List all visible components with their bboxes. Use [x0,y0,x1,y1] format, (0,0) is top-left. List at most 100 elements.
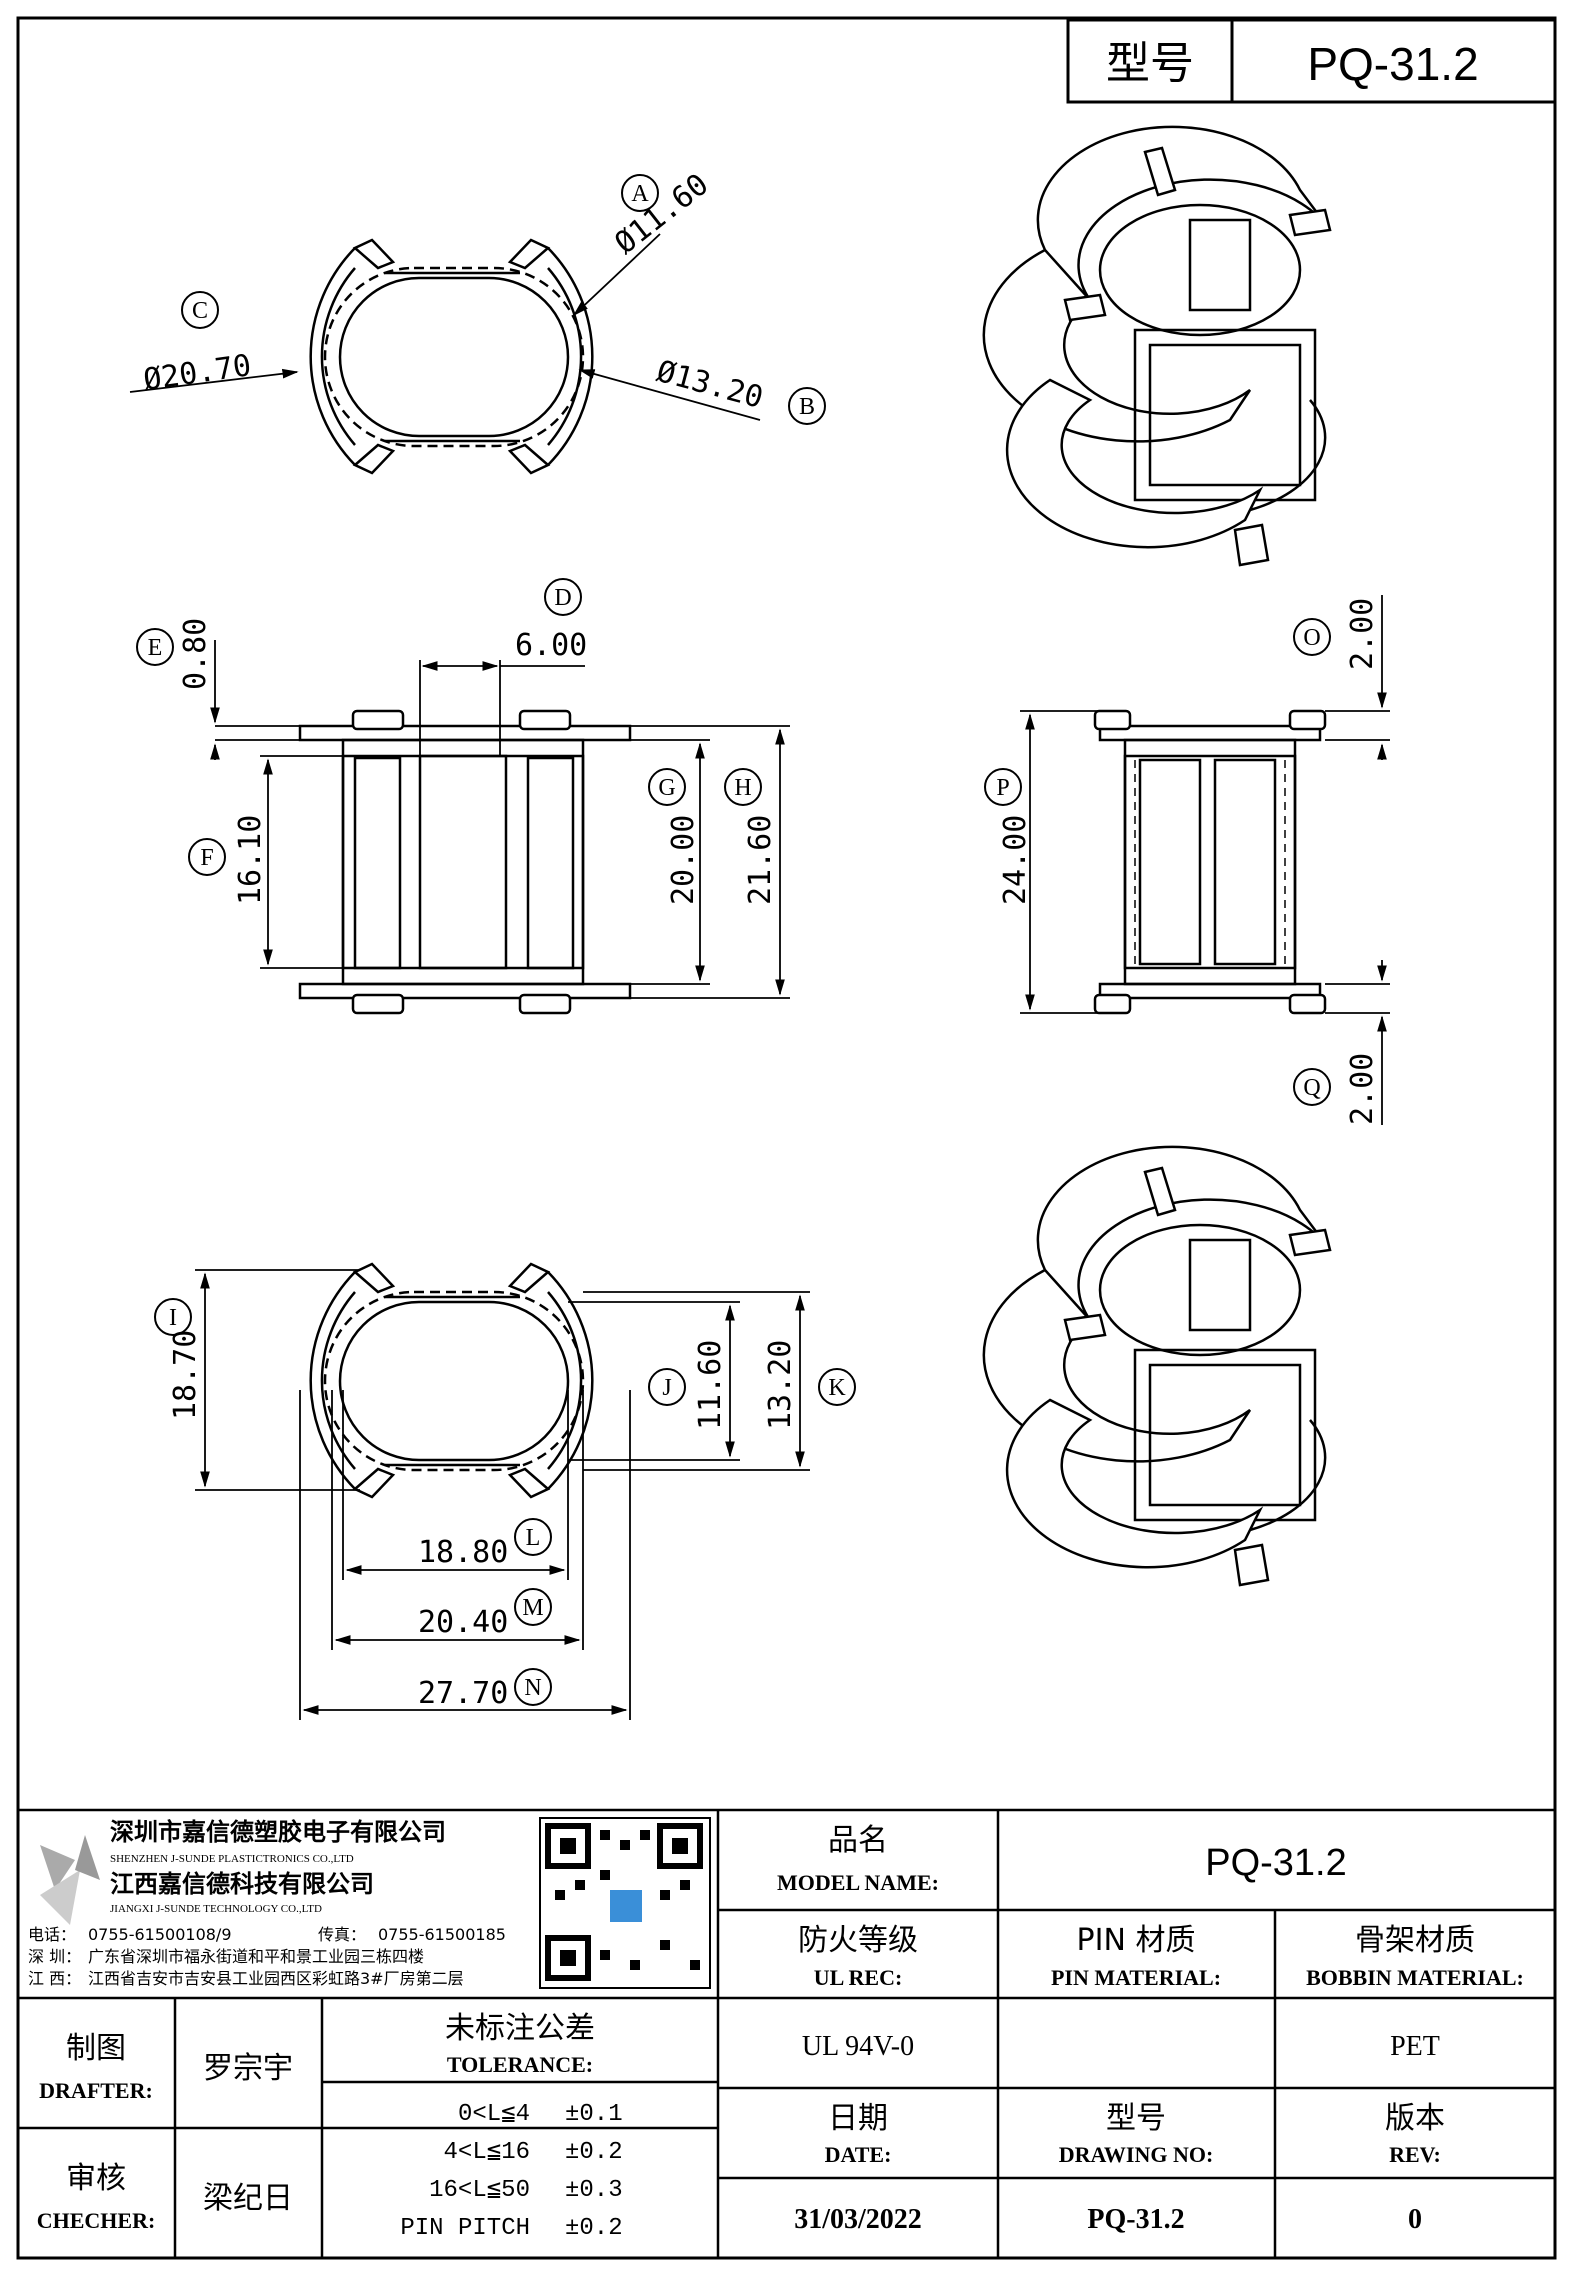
dim-H: 21.60 [743,815,778,905]
drawing-no-en: DRAWING NO: [1059,2142,1214,2167]
top-view-core-slot [338,276,570,438]
drafter-name: 罗宗宇 [203,2051,293,2086]
company-name-jiangxi: 江西嘉信德科技有限公司 [110,1870,374,1898]
title-block-text: 品名 MODEL NAME: PQ-31.2 防火等级 UL REC: PIN … [37,1823,1524,2235]
model-name-cn: 品名 [828,1823,888,1858]
drafter-cn: 制图 [66,2031,126,2066]
label-B: B [799,394,815,420]
ul-rec-cn: 防火等级 [798,1923,918,1958]
dim-M: 20.40 [418,1605,508,1640]
dim-P: 24.00 [998,815,1033,905]
dim-F: 16.10 [233,815,268,905]
dim-A: Ø11.60 [608,167,715,261]
model-name-en: MODEL NAME: [777,1870,939,1895]
dim-K: 13.20 [763,1340,798,1430]
phone-label: 电话： [28,1925,76,1944]
rev-cn: 版本 [1385,2101,1445,2136]
sheet-border [16,16,1557,2260]
isometric-view-bottom [982,1145,1332,1587]
dim-C: Ø20.70 [141,348,253,398]
pin-material-en: PIN MATERIAL: [1051,1965,1221,1990]
qr-code [539,1817,711,1989]
company-info: 深圳市嘉信德塑胶电子有限公司 SHENZHEN J-SUNDE PLASTICT… [28,1818,506,1988]
tolerance-en: TOLERANCE: [447,2052,593,2077]
dim-I: 18.70 [168,1330,203,1420]
bobbin-material-cn: 骨架材质 [1355,1923,1475,1958]
bottom-view [309,1262,594,1499]
fax-label: 传真： [318,1925,366,1944]
top-view-left-flange [309,247,356,466]
side-view-labels: O 2.00 P 24.00 Q 2.00 [984,598,1380,1125]
label-N: N [524,1675,541,1701]
dim-D: 6.00 [515,628,587,663]
top-view [309,238,594,475]
front-view-bottom-flange [298,982,632,1000]
title-box-label: 型号 [1106,38,1194,89]
tolerance-range: 16<L≦50 [429,2177,530,2204]
front-view-labels: D 6.00 E 0.80 F 16.10 G 20.00 H 21.60 [136,578,778,905]
label-L: L [526,1525,541,1551]
ul-rec-en: UL REC: [814,1965,903,1990]
top-view-labels: A Ø11.60 C Ø20.70 B Ø13.20 [141,167,826,425]
label-G: G [658,775,675,801]
label-H: H [734,775,751,801]
side-view-dims [1020,595,1390,1125]
label-J: J [662,1375,671,1401]
date-cn: 日期 [828,2101,888,2136]
tolerance-value: ±0.2 [565,2139,623,2166]
model-name-value: PQ-31.2 [1205,1842,1347,1884]
date-en: DATE: [825,2142,892,2167]
ul-value: UL 94V-0 [802,2031,914,2062]
drafter-en: DRAFTER: [39,2078,153,2103]
label-K: K [828,1375,846,1401]
phone-number: 0755-61500108/9 [88,1925,232,1944]
tolerance-table: 0<L≦4 ±0.1 4<L≦16 ±0.2 16<L≦50 ±0.3 PIN … [400,2101,622,2242]
front-view-window [418,754,508,970]
fax-number: 0755-61500185 [378,1925,506,1944]
label-Q: Q [1303,1075,1320,1101]
dim-E: 0.80 [178,618,213,690]
rev-en: REV: [1389,2142,1441,2167]
label-P: P [996,775,1009,801]
dim-O: 2.00 [1345,598,1380,670]
dim-G: 20.00 [666,815,701,905]
address-shenzhen: 广东省深圳市福永街道和平和景工业园三栋四楼 [88,1947,424,1966]
dim-L: 18.80 [418,1535,508,1570]
drawing-no-cn: 型号 [1106,2101,1166,2136]
title-box-value: PQ-31.2 [1307,38,1478,90]
bottom-view-labels: I 18.70 J 11.60 K 13.20 L 18.80 M 20.40 … [154,1298,856,1711]
dim-N: 27.70 [418,1676,508,1711]
label-E: E [148,635,163,661]
rev-value: 0 [1408,2204,1422,2235]
tolerance-value: ±0.1 [565,2101,623,2128]
title-block [18,1808,1555,2258]
tolerance-value: ±0.3 [565,2177,623,2204]
bobbin-material-en: BOBBIN MATERIAL: [1306,1965,1524,1990]
label-A: A [631,181,649,207]
label-M: M [522,1595,543,1621]
company-name-jiangxi-en: JIANGXI J-SUNDE TECHNOLOGY CO.,LTD [110,1903,322,1915]
company-name-shenzhen: 深圳市嘉信德塑胶电子有限公司 [110,1818,446,1846]
drawing-no-value: PQ-31.2 [1087,2204,1184,2235]
dim-Q: 2.00 [1345,1053,1380,1125]
date-value: 31/03/2022 [794,2204,922,2235]
company-logo [40,1835,100,1925]
tolerance-value: ±0.2 [565,2215,623,2242]
isometric-view-top [982,125,1332,567]
checker-cn: 审核 [66,2161,126,2196]
address-shenzhen-label: 深 圳： [28,1947,81,1966]
top-view-dims [129,233,761,421]
checker-en: CHECHER: [37,2208,156,2233]
side-view [1093,709,1327,1015]
tolerance-range: 4<L≦16 [444,2139,530,2166]
label-D: D [554,585,571,611]
front-view [298,709,632,1015]
address-jiangxi: 江西省吉安市吉安县工业园西区彩虹路3#厂房第二层 [88,1969,464,1988]
pin-material-cn: PIN 材质 [1077,1923,1196,1958]
tolerance-range: PIN PITCH [400,2215,530,2242]
label-F: F [200,845,213,871]
title-box: 型号 PQ-31.2 [1066,18,1557,104]
company-name-shenzhen-en: SHENZHEN J-SUNDE PLASTICTRONICS CO.,LTD [110,1853,354,1865]
